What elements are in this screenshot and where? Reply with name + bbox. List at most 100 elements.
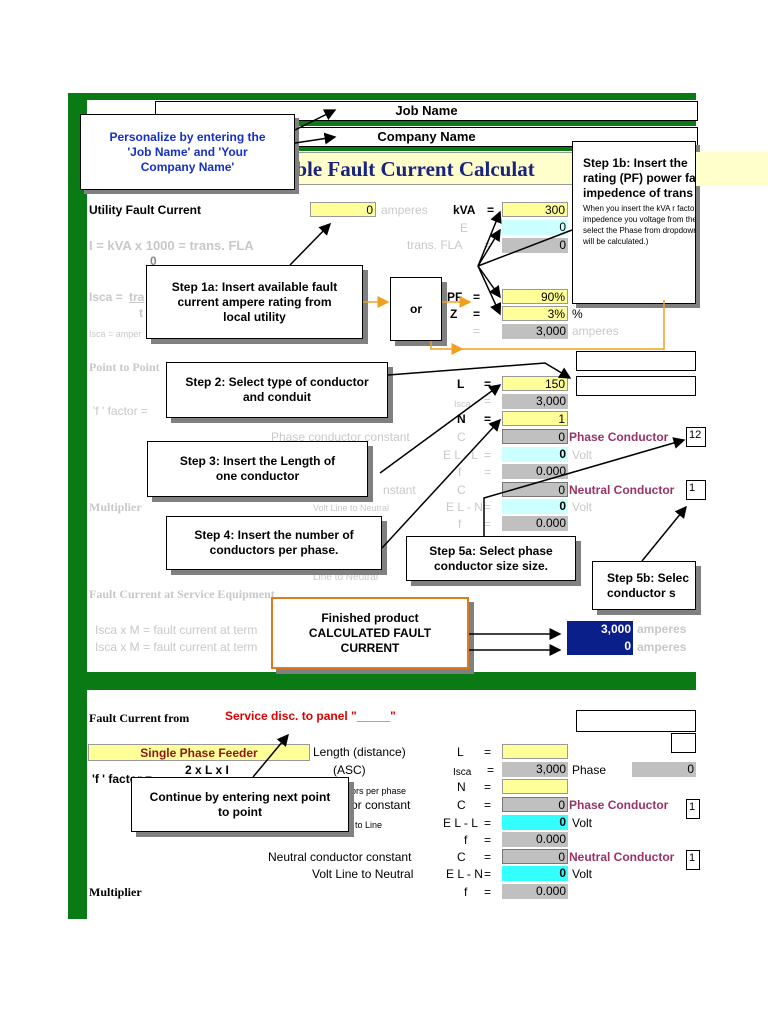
- c3-label: C: [457, 798, 466, 812]
- result-fault-current-1: 3,000: [567, 621, 633, 638]
- length-input-2[interactable]: [502, 744, 568, 759]
- c2-label: C: [457, 483, 466, 497]
- phase-const-label: Phase conductor constant: [271, 430, 410, 444]
- z-input[interactable]: 3%: [502, 306, 568, 321]
- or-constant-label: or constant: [351, 798, 411, 812]
- step2-callout: Step 2: Select type of conductor and con…: [166, 362, 388, 418]
- phase-value: 0: [632, 762, 696, 777]
- pf-label: PF: [447, 290, 463, 304]
- l2-label: L: [457, 745, 464, 759]
- isca-m-row2: Isca x M = fault current at term: [95, 640, 258, 654]
- f-equals: =: [484, 465, 492, 479]
- f4-label: f: [464, 885, 468, 899]
- neutral-conductor-select[interactable]: 1: [686, 480, 706, 500]
- eln2-value: 0: [502, 866, 568, 881]
- utility-fault-current-label: Utility Fault Current: [89, 203, 202, 217]
- f4-equals: =: [484, 885, 492, 899]
- header-divider-2: [155, 147, 696, 151]
- f4-value: 0.000: [502, 884, 568, 899]
- phase-conductor-label-2: Phase Conductor: [569, 798, 669, 812]
- finished-product-callout: Finished product CALCULATED FAULT CURREN…: [271, 597, 469, 669]
- z-label: Z: [450, 307, 458, 321]
- conductors-per-phase-input[interactable]: 1: [502, 411, 568, 426]
- f-value: 0.000: [502, 464, 568, 479]
- length-distance-label: Length (distance): [313, 745, 406, 759]
- isca2-equals: =: [484, 394, 492, 408]
- ell-volt: Volt: [572, 448, 593, 462]
- conduit-type-select[interactable]: [576, 376, 696, 396]
- conductors-per-phase-input-2[interactable]: [502, 779, 568, 794]
- l-label: L: [457, 377, 465, 391]
- isca-equals: =: [473, 324, 481, 338]
- volt-ln-label: Volt Line to Neutral: [313, 503, 390, 513]
- eln2-volt: Volt: [572, 867, 593, 881]
- step5b-callout: Step 5b: Selec conductor s: [592, 561, 696, 610]
- utility-amperes-label: amperes: [381, 203, 428, 217]
- multiplier-label-2: Multiplier: [89, 885, 142, 899]
- eln-label: E L - N: [446, 500, 483, 514]
- ell2-label: E L - L: [443, 816, 478, 830]
- f3-equals: =: [484, 833, 492, 847]
- length-input[interactable]: 150: [502, 376, 568, 391]
- neutral-conductor-select-2[interactable]: 1: [686, 850, 700, 870]
- neutral-const-label-2: Neutral conductor constant: [268, 850, 412, 864]
- yellow-note-strip: [696, 152, 768, 186]
- phase-conductor-select-2[interactable]: 1: [686, 799, 700, 819]
- fault-at-service-label: Fault Current at Service Equipment: [89, 587, 275, 601]
- n-label: N: [457, 412, 466, 426]
- step5a-callout: Step 5a: Select phase conductor size siz…: [406, 536, 576, 581]
- line-to-neutral-label: Line to Neutral: [313, 572, 379, 583]
- step1b-body: When you insert the kVA r factor and imp…: [583, 204, 696, 246]
- ors-per-phase-label: ors per phase: [351, 786, 407, 796]
- eln-value: 0: [502, 499, 568, 514]
- formula-zero: 0: [150, 254, 157, 268]
- trans-fla-label: trans. FLA: [407, 238, 463, 252]
- c2-value: 0: [502, 482, 568, 497]
- result-unit-1: amperes: [637, 622, 687, 636]
- kva-input[interactable]: 300: [502, 202, 568, 217]
- n2-equals: =: [484, 780, 492, 794]
- ell-label: E L - L: [443, 448, 478, 462]
- isca-formula-t: t: [139, 306, 143, 320]
- step1b-callout: Step 1b: Insert the rating (PF) power fa…: [572, 141, 696, 304]
- l-equals: =: [484, 377, 492, 391]
- conductor-type-select[interactable]: [576, 351, 696, 371]
- isca2-value: 3,000: [502, 394, 568, 409]
- neutral-conductor-label: Neutral Conductor: [569, 483, 675, 497]
- feeder-type-select[interactable]: [576, 710, 696, 732]
- isca-formula-tra: tra: [129, 290, 145, 304]
- neutral-const-label: nstant: [383, 483, 416, 497]
- c4-label: C: [457, 850, 466, 864]
- single-phase-feeder[interactable]: Single Phase Feeder: [88, 744, 310, 761]
- c4-value: 0: [502, 849, 568, 864]
- f3-label: f: [464, 833, 468, 847]
- asc-label: (ASC): [333, 763, 366, 777]
- n2-label: N: [457, 780, 466, 794]
- phase-conductor-label: Phase Conductor: [569, 430, 669, 444]
- kva-equals: =: [487, 203, 495, 217]
- to-line-label: to Line: [355, 820, 383, 830]
- isca2-label: Isca: [454, 399, 471, 409]
- c4-equals: =: [484, 850, 492, 864]
- conduit-select-2[interactable]: [671, 733, 696, 753]
- isca3-label: Isca: [453, 767, 472, 778]
- ell2-value: 0: [502, 815, 568, 830]
- kva-label: kVA: [453, 203, 476, 217]
- f2-equals: =: [484, 517, 492, 531]
- pf-equals: =: [473, 290, 481, 304]
- utility-fault-current-input[interactable]: 0: [310, 202, 376, 217]
- isca3-value: 3,000: [502, 762, 568, 777]
- eln2-label: E L - N: [446, 867, 483, 881]
- phase-conductor-select[interactable]: 12: [686, 427, 706, 447]
- service-disc-label: Service disc. to panel "_____": [225, 709, 396, 723]
- c3-value: 0: [502, 797, 568, 812]
- z-percent: %: [572, 307, 583, 321]
- f-factor-label: 'f ' factor =: [93, 404, 148, 418]
- pf-input[interactable]: 90%: [502, 289, 568, 304]
- ell2-equals: =: [484, 816, 492, 830]
- result-unit-2: amperes: [637, 640, 687, 654]
- e-label: E: [460, 221, 469, 235]
- ell2-volt: Volt: [572, 816, 593, 830]
- z-equals: =: [473, 307, 481, 321]
- f2-value: 0.000: [502, 516, 568, 531]
